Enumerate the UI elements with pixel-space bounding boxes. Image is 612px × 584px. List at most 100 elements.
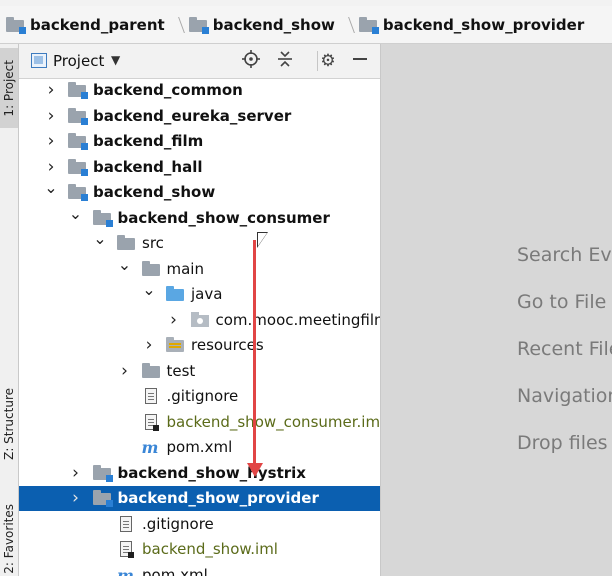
- project-panel-header: Project ▼ ⚙: [19, 44, 380, 79]
- editor-empty-area: Search Eve Go to File Recent File Naviga…: [381, 44, 612, 576]
- chevron-right-icon[interactable]: ›: [47, 131, 55, 151]
- folder-icon: [117, 235, 135, 254]
- tree-row[interactable]: › test: [19, 359, 380, 384]
- stripe-tab-structure[interactable]: Z: Structure: [0, 374, 18, 474]
- tree-item-label: main: [166, 259, 204, 278]
- header-separator: [317, 51, 318, 71]
- breadcrumb-item-parent[interactable]: backend_parent: [6, 16, 165, 34]
- chevron-right-icon[interactable]: ›: [170, 309, 177, 330]
- chevron-down-icon[interactable]: ⌄: [68, 203, 83, 223]
- breadcrumb: backend_parent backend_show backend_show…: [0, 6, 612, 44]
- module-folder-icon: [92, 209, 113, 229]
- collapse-all-icon[interactable]: [274, 50, 296, 72]
- tree-row[interactable]: ⌄backend_show: [19, 180, 380, 205]
- tree-row[interactable]: › backend_eureka_server: [19, 104, 380, 129]
- tree-row-selected[interactable]: › backend_show_provider: [19, 486, 380, 511]
- breadcrumb-label: backend_show_provider: [382, 15, 585, 34]
- module-folder-icon: [188, 17, 209, 34]
- tree-item-label: .gitignore: [166, 387, 239, 405]
- tree-row[interactable]: backend_show_consumer.iml: [19, 410, 380, 435]
- tree-row[interactable]: › backend_show_hystrix: [19, 461, 380, 486]
- tree-row[interactable]: ⌄ src: [19, 231, 380, 256]
- module-folder-icon: [68, 82, 88, 101]
- project-tool-window: Project ▼ ⚙ › backend_common › backend_eure…: [19, 44, 381, 576]
- chevron-down-icon[interactable]: ⌄: [117, 254, 132, 274]
- stripe-tab-label: 1: Project: [2, 59, 16, 117]
- hint-navigation-bar: Navigation: [517, 385, 612, 407]
- chevron-down-icon[interactable]: ⌄: [44, 178, 58, 197]
- hint-search-everywhere: Search Eve: [517, 244, 612, 266]
- project-view-icon: [31, 53, 47, 68]
- chevron-right-icon[interactable]: ›: [47, 105, 55, 126]
- tree-item-label: src: [142, 234, 164, 252]
- mouse-cursor-fill: [258, 233, 267, 246]
- tree-item-label: pom.xml: [166, 438, 233, 456]
- chevron-right-icon[interactable]: ›: [72, 462, 79, 483]
- annotation-arrow-head: [247, 463, 263, 477]
- tree-row[interactable]: ⌄java: [19, 282, 380, 307]
- stripe-tab-label: Z: Structure: [2, 388, 16, 460]
- tree-row[interactable]: .gitignore: [19, 512, 380, 537]
- tree-row[interactable]: backend_show.iml: [19, 537, 380, 562]
- tree-row[interactable]: m pom.xml: [19, 435, 380, 460]
- module-folder-icon: [92, 464, 113, 484]
- project-view-selector[interactable]: Project: [53, 52, 105, 70]
- breadcrumb-separator: [171, 12, 181, 38]
- tree-item-label: com.mooc.meetingfilm.c: [215, 310, 381, 329]
- minimize-icon[interactable]: [349, 50, 371, 72]
- tree-row[interactable]: › backend_common: [19, 78, 380, 103]
- stripe-tab-favorites[interactable]: 2: Favorites: [0, 494, 18, 584]
- tree-item-label: .gitignore: [142, 514, 214, 533]
- tree-item-label: backend_common: [93, 81, 243, 99]
- stripe-tab-label: 2: Favorites: [2, 504, 16, 574]
- tree-item-label: pom.xml: [142, 565, 208, 577]
- chevron-right-icon[interactable]: ›: [47, 80, 55, 100]
- triangle-down-icon[interactable]: ▼: [111, 53, 121, 67]
- tree-row[interactable]: .gitignore: [19, 384, 380, 409]
- tree-item-label: backend_hall: [93, 157, 203, 176]
- chevron-right-icon[interactable]: ›: [47, 156, 55, 177]
- tree-item-label: backend_show_consumer.iml: [166, 412, 381, 431]
- text-file-icon: [120, 515, 132, 536]
- module-folder-icon: [68, 184, 88, 203]
- hint-recent-files: Recent File: [517, 338, 612, 360]
- tree-item-label: backend_film: [93, 132, 204, 150]
- gear-icon[interactable]: ⚙: [320, 51, 336, 71]
- package-icon: [190, 311, 209, 331]
- module-folder-icon: [68, 158, 88, 178]
- module-folder-icon: [92, 490, 113, 509]
- folder-icon: [141, 362, 160, 382]
- chevron-right-icon[interactable]: ›: [72, 488, 79, 508]
- tree-row[interactable]: › backend_film: [19, 129, 380, 154]
- tree-item-label: backend_eureka_server: [93, 106, 292, 125]
- chevron-right-icon[interactable]: ›: [145, 335, 153, 355]
- annotation-arrow-line: [253, 240, 256, 468]
- breadcrumb-item-provider[interactable]: backend_show_provider: [358, 15, 585, 34]
- source-folder-icon: [166, 286, 184, 305]
- tree-row[interactable]: › backend_hall: [19, 155, 380, 180]
- maven-icon: m: [117, 565, 134, 577]
- module-folder-icon: [68, 133, 88, 152]
- module-folder-icon: [358, 17, 379, 34]
- resources-folder-icon: [166, 337, 184, 356]
- tree-row[interactable]: › com.mooc.meetingfilm.c: [19, 308, 380, 333]
- tree-row[interactable]: ⌄ main: [19, 254, 380, 282]
- chevron-down-icon[interactable]: ⌄: [93, 229, 107, 248]
- tree-item-label: backend_show_provider: [117, 489, 319, 507]
- tree-item-label: test: [166, 361, 196, 380]
- chevron-right-icon[interactable]: ›: [121, 360, 128, 381]
- stripe-tab-project[interactable]: 1: Project: [0, 48, 18, 128]
- breadcrumb-separator: [341, 12, 351, 38]
- tree-row[interactable]: ⌄backend_show_consumer: [19, 203, 380, 231]
- module-folder-icon: [68, 107, 88, 127]
- tree-row[interactable]: m pom.xml: [19, 563, 380, 577]
- crosshair-icon[interactable]: [240, 50, 262, 72]
- chevron-down-icon[interactable]: ⌄: [142, 280, 156, 299]
- module-folder-icon: [6, 17, 26, 34]
- tree-row[interactable]: ›resources: [19, 333, 380, 358]
- breadcrumb-item-show[interactable]: backend_show: [188, 16, 335, 34]
- text-file-icon: [144, 388, 157, 408]
- breadcrumb-label: backend_parent: [30, 15, 165, 34]
- tree-item-label: backend_show_hystrix: [117, 463, 306, 482]
- maven-icon: m: [141, 438, 159, 457]
